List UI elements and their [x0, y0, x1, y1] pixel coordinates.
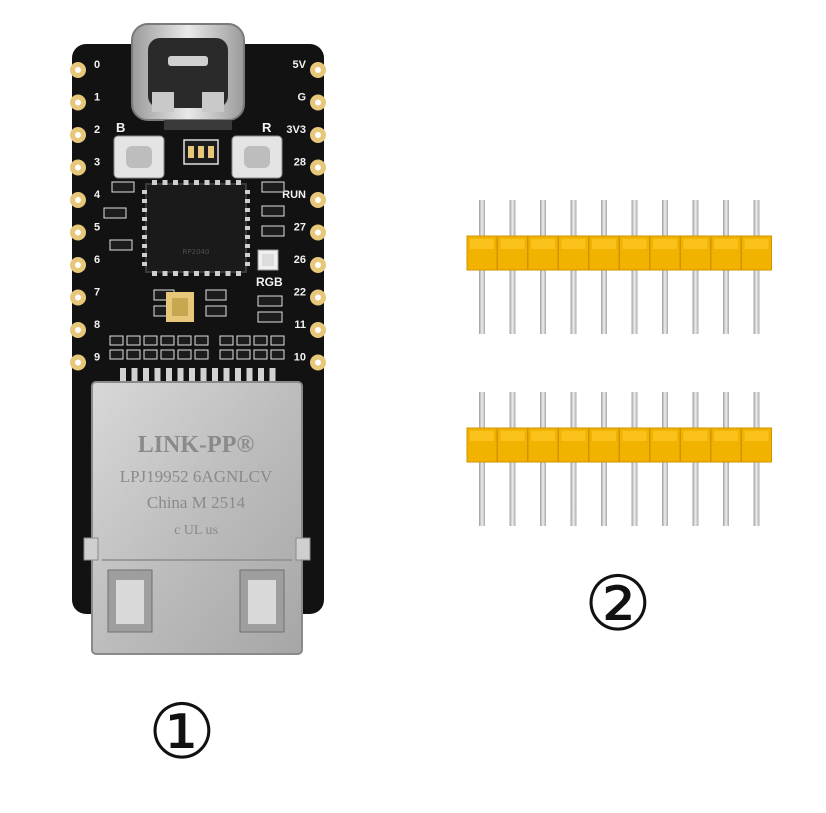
right-pin-label: G: [297, 92, 306, 104]
left-pin-label: 2: [94, 124, 100, 136]
right-pin-label: 22: [294, 287, 306, 299]
rj45-jack: LINK-PP® LPJ19952 6AGNLCV China M 2514 c…: [83, 381, 311, 655]
left-pin-label: 5: [94, 222, 100, 234]
pin-header-top: [466, 200, 772, 334]
left-pin-label: 1: [94, 92, 100, 104]
right-pin-label: RUN: [282, 189, 306, 201]
usb-c-connector: [131, 23, 245, 121]
right-pin-label: 28: [294, 157, 306, 169]
left-pin-label: 3: [94, 157, 100, 169]
left-pin-label: 0: [94, 59, 100, 71]
jack-brand-text: LINK-PP®: [138, 432, 255, 458]
right-pin-label: 3V3: [286, 124, 306, 136]
item-number-1: ①: [148, 687, 216, 776]
rp2040-chip: RP2040: [142, 180, 250, 276]
right-pin-label: 10: [294, 352, 306, 364]
left-pin-label: 6: [94, 254, 100, 266]
pin-header-bottom: [466, 392, 772, 526]
left-pin-label: 9: [94, 352, 100, 364]
right-pin-label: 26: [294, 254, 306, 266]
svg-text:RP2040: RP2040: [183, 248, 210, 256]
smd-components-bottom: [109, 335, 285, 360]
boot-button-label: B: [116, 120, 125, 135]
left-pin-pads: [70, 62, 86, 371]
right-pin-label: 27: [294, 222, 306, 234]
left-pin-label: 8: [94, 319, 100, 331]
left-pin-label: 7: [94, 287, 100, 299]
jack-origin-text: China M 2514: [147, 493, 246, 512]
right-pin-label: 11: [294, 319, 306, 331]
reset-button: R: [231, 120, 283, 179]
left-pin-label: 4: [94, 189, 101, 201]
jack-ul-mark: c UL us: [174, 523, 218, 538]
reset-button-label: R: [262, 120, 272, 135]
boot-button: B: [113, 120, 165, 179]
item-number-2: ②: [584, 559, 652, 648]
right-pin-label: 5V: [293, 59, 307, 71]
smd-components-middle: [153, 289, 283, 323]
jack-part-text: LPJ19952 6AGNLCV: [120, 467, 273, 486]
smd-components-top: [103, 120, 285, 251]
jack-contacts: [120, 368, 276, 382]
right-pin-pads: [310, 62, 326, 371]
left-pin-labels: 0 1 2 3 4 5 6 7 8 9: [94, 59, 101, 364]
rgb-led-label: RGB: [256, 275, 283, 289]
rgb-led: RGB: [256, 249, 283, 289]
